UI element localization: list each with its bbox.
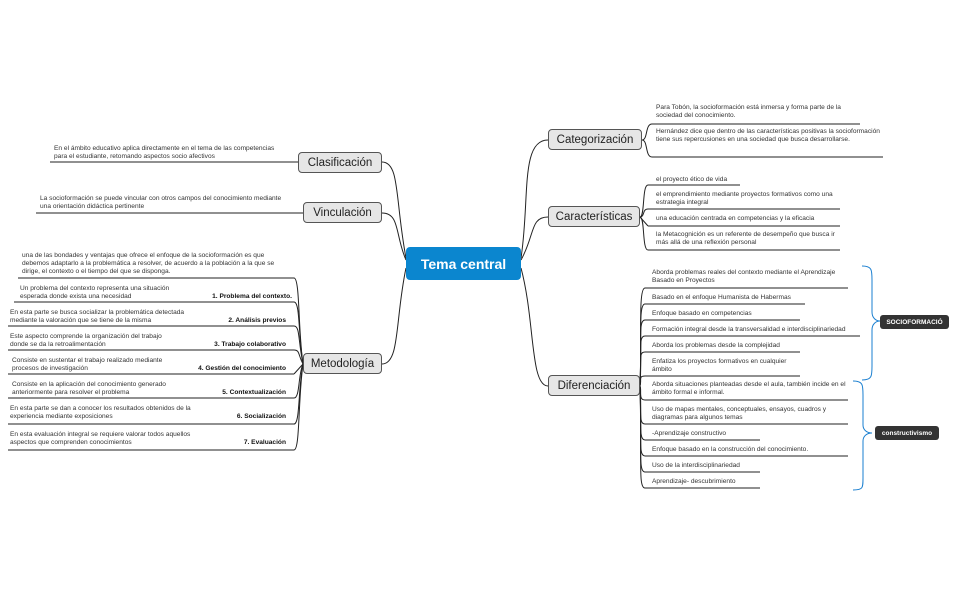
step-label: 4. Gestión del conocimiento (198, 365, 286, 372)
caracteristicas-item[interactable]: el emprendimiento mediante proyectos for… (656, 191, 833, 207)
caracteristicas-item[interactable]: una educación centrada en competencias y… (656, 215, 815, 222)
socio-item[interactable]: Enfoque basado en competencias (652, 310, 752, 317)
step-label: 1. Problema del contexto. (212, 293, 292, 300)
socio-item[interactable]: Basado en el enfoque Humanista de Haberm… (652, 294, 791, 301)
tag-constructivismo[interactable]: constructivismo (875, 426, 939, 440)
socio-item[interactable]: Aborda los problemas desde la complejida… (652, 342, 780, 349)
topic-caracteristicas[interactable]: Características (548, 206, 640, 227)
socio-item[interactable]: Aborda problemas reales del contexto med… (652, 269, 836, 285)
categorizacion-item[interactable]: Hernández dice que dentro de las caracte… (656, 128, 880, 144)
step-text[interactable]: Consiste en la aplicación del conocimien… (12, 381, 166, 397)
constr-item[interactable]: Aborda situaciones planteadas desde el a… (652, 381, 846, 397)
step-text[interactable]: En esta parte se busca socializar la pro… (10, 309, 185, 325)
step-label: 2. Análisis previos (228, 317, 286, 324)
step-label: 5. Contextualización (222, 389, 286, 396)
step-text[interactable]: En esta evaluación integral se requiere … (10, 431, 191, 447)
step-text[interactable]: Consiste en sustentar el trabajo realiza… (12, 357, 163, 373)
constr-item[interactable]: Uso de la interdisciplinariedad (652, 462, 740, 469)
constr-item[interactable]: -Aprendizaje constructivo (652, 430, 727, 437)
step-text[interactable]: Un problema del contexto representa una … (20, 285, 170, 301)
constr-item[interactable]: Uso de mapas mentales, conceptuales, ens… (652, 406, 827, 422)
topic-categorizacion[interactable]: Categorización (548, 129, 642, 150)
socio-item[interactable]: Formación integral desde la transversali… (652, 326, 846, 333)
central-topic[interactable]: Tema central (406, 247, 521, 280)
constr-item[interactable]: Enfoque basado en la construcción del co… (652, 446, 809, 453)
caracteristicas-item[interactable]: el proyecto ético de vida (656, 176, 728, 183)
clasificacion-note[interactable]: En el ámbito educativo aplica directamen… (54, 145, 275, 161)
step-text[interactable]: En esta parte se dan a conocer los resul… (10, 405, 191, 421)
categorizacion-item[interactable]: Para Tobón, la socioformación está inmer… (656, 104, 841, 120)
step-label: 6. Socialización (236, 413, 286, 420)
topic-vinculacion[interactable]: Vinculación (303, 202, 382, 223)
step-text[interactable]: Este aspecto comprende la organización d… (10, 333, 162, 349)
metodologia-note[interactable]: una de las bondades y ventajas que ofrec… (22, 252, 275, 276)
tag-socioformacion[interactable]: SOCIOFORMACIÓ (880, 315, 949, 329)
socio-item[interactable]: Enfatiza los proyectos formativos en cua… (652, 358, 787, 374)
constr-item[interactable]: Aprendizaje- descubrimiento (652, 478, 736, 485)
topic-diferenciacion[interactable]: Diferenciación (548, 375, 640, 396)
vinculacion-note[interactable]: La socioformación se puede vincular con … (40, 195, 282, 211)
step-label: 7. Evaluación (243, 439, 286, 446)
topic-clasificacion[interactable]: Clasificación (298, 152, 382, 173)
topic-metodologia[interactable]: Metodología (303, 353, 382, 374)
caracteristicas-item[interactable]: la Metacognición es un referente de dese… (656, 231, 835, 247)
step-label: 3. Trabajo colaborativo (214, 341, 286, 348)
